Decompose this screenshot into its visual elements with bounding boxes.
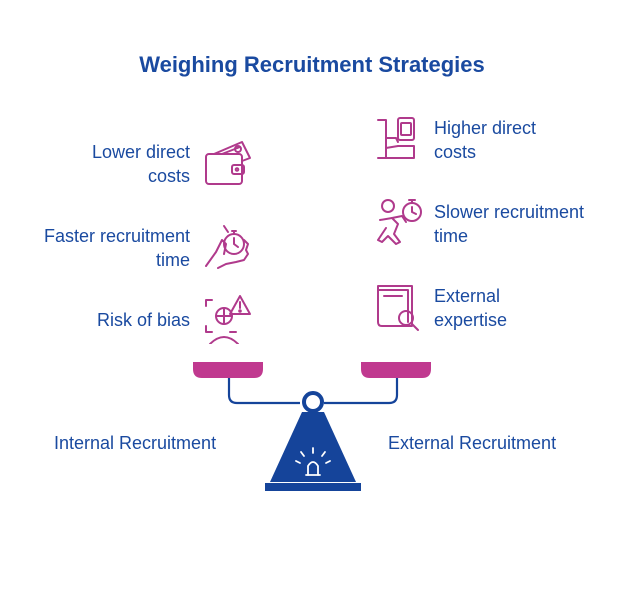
bias-warning-icon [205,295,251,344]
left-pan-connector [227,376,300,405]
right-item-higher-direct-costs: Higher direct costs [434,118,537,162]
external-recruitment-label: External Recruitment [388,433,557,453]
running-stopwatch-icon [377,199,422,245]
right-item-external-expertise: External expertise [434,286,508,330]
left-item-lower-direct-costs: Lower direct costs [91,142,190,186]
left-item-risk-of-bias: Risk of bias [96,310,190,330]
hand-stopwatch-icon [205,225,249,269]
scale-pivot [302,391,324,413]
right-pan [361,362,431,378]
internal-recruitment-label: Internal Recruitment [54,433,217,453]
right-pan-connector [324,376,399,405]
lightbulb-icon [295,447,331,476]
wallet-money-icon [205,141,251,185]
left-item-faster-recruitment-time: Faster recruitment time [43,226,190,270]
diagram-title: Weighing Recruitment Strategies [139,52,485,77]
left-pan [193,362,263,378]
scale-base [270,412,356,482]
book-search-icon [377,285,419,331]
hand-money-icon [377,117,415,159]
right-item-slower-recruitment-time: Slower recruitment time [434,202,585,246]
scale-foot [265,483,361,491]
